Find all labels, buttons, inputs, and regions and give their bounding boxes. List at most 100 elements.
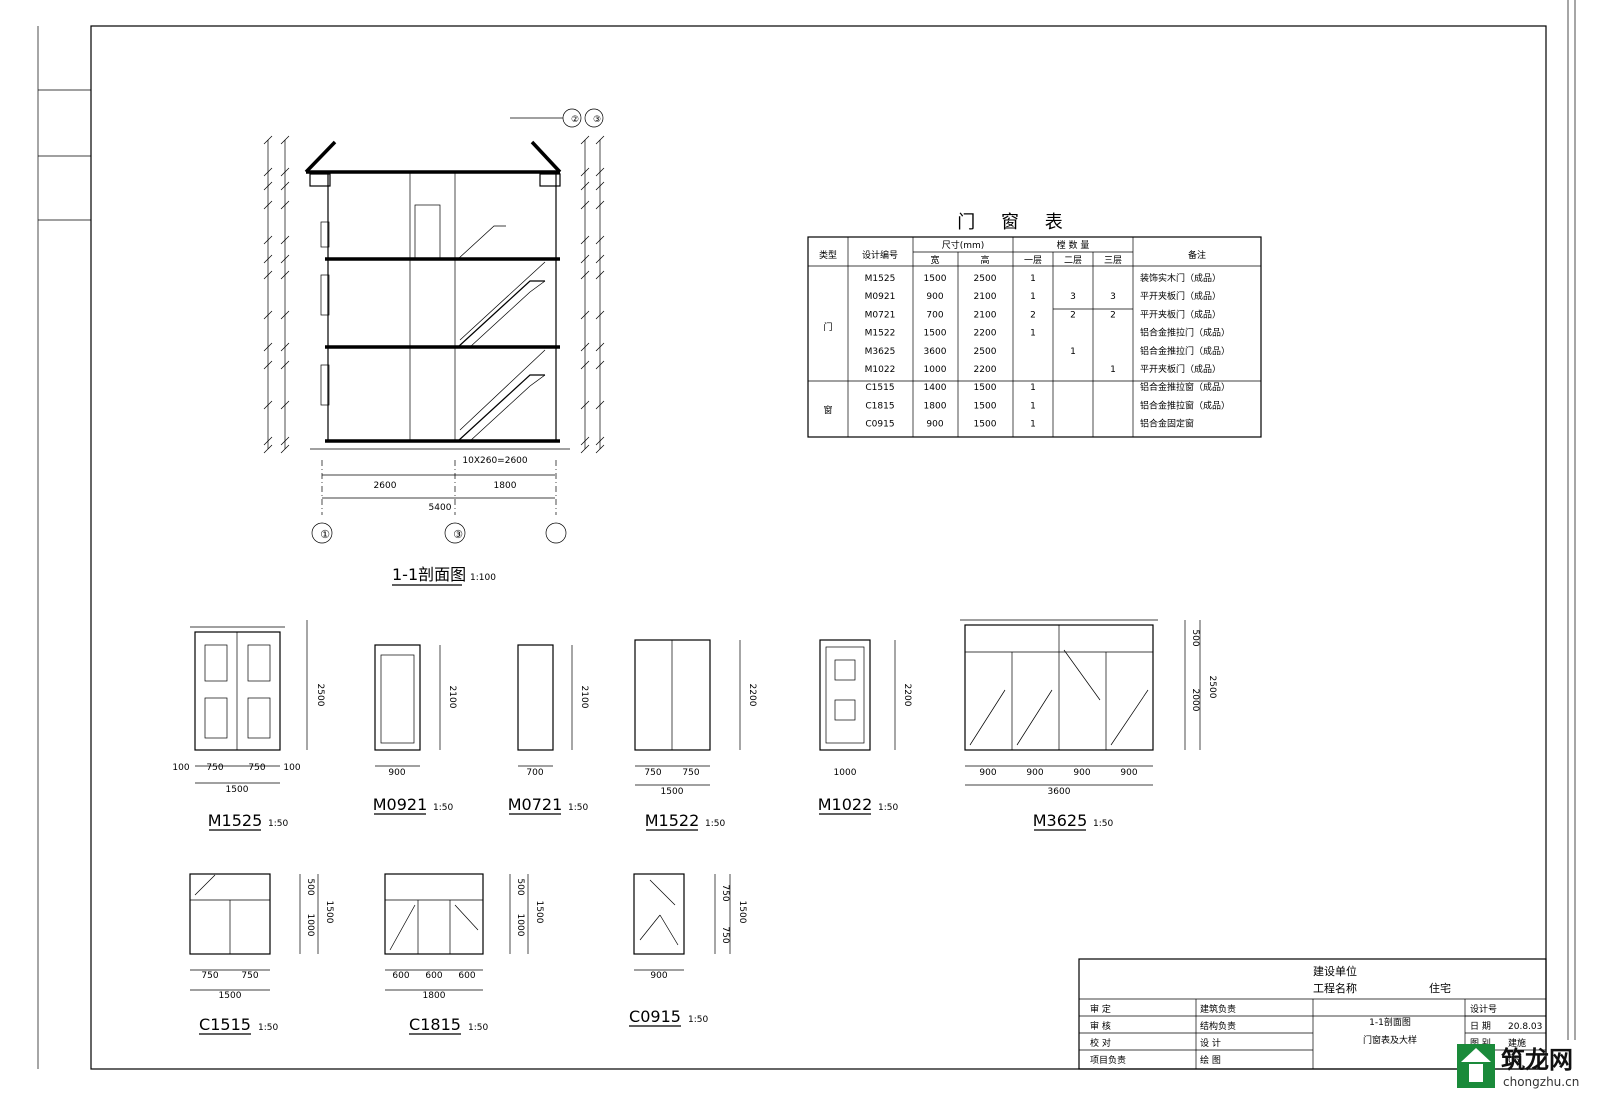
dim-tick xyxy=(263,254,273,264)
elevation-scale: 1:50 xyxy=(258,1023,278,1033)
dim-tick xyxy=(280,360,290,370)
dim-text: 1500 xyxy=(534,901,544,924)
schedule-cell-code: M1022 xyxy=(865,365,896,375)
dim-text: 750 xyxy=(682,768,699,778)
dim-tick xyxy=(263,444,273,454)
tb-meta: 图 别 xyxy=(1470,1038,1491,1049)
stair-flight xyxy=(457,374,545,442)
tb-date: 20.8.03 xyxy=(1508,1022,1542,1032)
ref-symbol xyxy=(584,108,604,128)
tb-drawing-name: 门窗表及大样 xyxy=(1363,1034,1417,1046)
tb-role2: 建筑负责 xyxy=(1200,1003,1236,1015)
dim-text: 900 xyxy=(388,768,405,778)
schedule-table-grid xyxy=(807,236,1262,438)
dim-tick xyxy=(263,270,273,280)
schedule-cell-h: 1500 xyxy=(974,383,997,393)
elevation-title: M0721 xyxy=(508,795,563,814)
dim-tick xyxy=(280,270,290,280)
elevation-title: C1815 xyxy=(409,1015,461,1034)
dim-text: 1500 xyxy=(226,785,249,795)
dim-text: 2200 xyxy=(902,684,912,707)
dim-tick xyxy=(580,254,590,264)
dim-tick xyxy=(263,167,273,177)
dim-text: 2500 xyxy=(315,684,325,707)
dim-text: 100 xyxy=(283,763,300,773)
schedule-header: 备注 xyxy=(1188,249,1206,261)
schedule-cell-note: 平开夹板门（成品） xyxy=(1140,363,1221,375)
schedule-header: 类型 xyxy=(819,249,837,261)
elevation-scale: 1:50 xyxy=(468,1023,488,1033)
elevation-title: M0921 xyxy=(373,795,428,814)
schedule-group: 窗 xyxy=(823,404,832,416)
dim-text: 2100 xyxy=(579,686,589,709)
grid-bubble-3 xyxy=(444,522,466,544)
elevation-title: C1515 xyxy=(199,1015,251,1034)
window-section xyxy=(320,364,330,406)
schedule-cell-n2: 1 xyxy=(1070,347,1076,357)
elevation-scale: 1:50 xyxy=(688,1015,708,1025)
schedule-cell-h: 2100 xyxy=(974,292,997,302)
elevation-m1525 xyxy=(190,620,308,784)
dim-tick xyxy=(595,235,605,245)
schedule-cell-w: 1400 xyxy=(924,383,947,393)
dim-tick xyxy=(263,310,273,320)
schedule-cell-h: 2500 xyxy=(974,274,997,284)
dim-tick xyxy=(263,235,273,245)
roof-eave-left xyxy=(304,140,337,174)
schedule-title: 门 窗 表 xyxy=(957,212,1072,233)
dim-text: 500 xyxy=(305,878,315,895)
dim-tick xyxy=(580,167,590,177)
dim-text: 600 xyxy=(392,971,409,981)
dim-text: 750 xyxy=(241,971,258,981)
schedule-cell-n1: 1 xyxy=(1030,292,1036,302)
window-section xyxy=(320,221,330,248)
schedule-header: 一层 xyxy=(1024,255,1042,266)
tb-role: 审 核 xyxy=(1090,1020,1111,1032)
stair-flight-back xyxy=(469,280,546,348)
elevation-scale: 1:50 xyxy=(705,819,725,829)
ref-symbol-label: ③ xyxy=(593,115,601,125)
dim-tick xyxy=(280,254,290,264)
schedule-cell-w: 900 xyxy=(926,420,943,430)
tb-unit: 建设单位 xyxy=(1313,964,1357,978)
schedule-cell-code: M1525 xyxy=(865,274,896,284)
dim-tick xyxy=(280,436,290,446)
dim-tick xyxy=(263,200,273,210)
schedule-cell-n2: 3 xyxy=(1070,292,1076,302)
dim-tick xyxy=(263,360,273,370)
dim-tick xyxy=(280,135,290,145)
dim-tick xyxy=(263,181,273,191)
schedule-cell-w: 1800 xyxy=(924,401,947,411)
watermark-logo: 筑龙网 chongzhu.cn xyxy=(1455,1040,1600,1094)
tb-role: 项目负责 xyxy=(1090,1054,1126,1066)
elevation-scale: 1:50 xyxy=(433,803,453,813)
dim-text: 500 xyxy=(1190,629,1200,646)
schedule-cell-n1: 1 xyxy=(1030,274,1036,284)
dim-tick xyxy=(263,135,273,145)
schedule-cell-note: 铝合金推拉门（成品） xyxy=(1140,327,1230,339)
schedule-cell-n1: 1 xyxy=(1030,329,1036,339)
dim-tick xyxy=(263,400,273,410)
elevation-scale: 1:50 xyxy=(268,819,288,829)
dim-text: 1500 xyxy=(324,901,334,924)
dim-tick xyxy=(280,400,290,410)
handrail xyxy=(459,261,546,341)
dim-text: 750 xyxy=(720,926,730,943)
dim-tick xyxy=(280,342,290,352)
grid-label-1: ① xyxy=(320,528,330,541)
dim-tick xyxy=(580,342,590,352)
dim-tick xyxy=(595,167,605,177)
tb-role: 审 定 xyxy=(1090,1003,1111,1015)
dim-text: 900 xyxy=(1073,768,1090,778)
dim-text: 2200 xyxy=(747,684,757,707)
dim-tick xyxy=(580,310,590,320)
elevation-c1815 xyxy=(384,873,529,991)
dim-tick xyxy=(580,235,590,245)
schedule-cell-code: C1815 xyxy=(865,401,894,411)
section-scale: 1:100 xyxy=(470,573,496,583)
elevation-m0721 xyxy=(517,644,573,767)
dim-text: 2100 xyxy=(447,686,457,709)
dim-tick xyxy=(580,181,590,191)
schedule-header: 设计编号 xyxy=(862,249,898,261)
